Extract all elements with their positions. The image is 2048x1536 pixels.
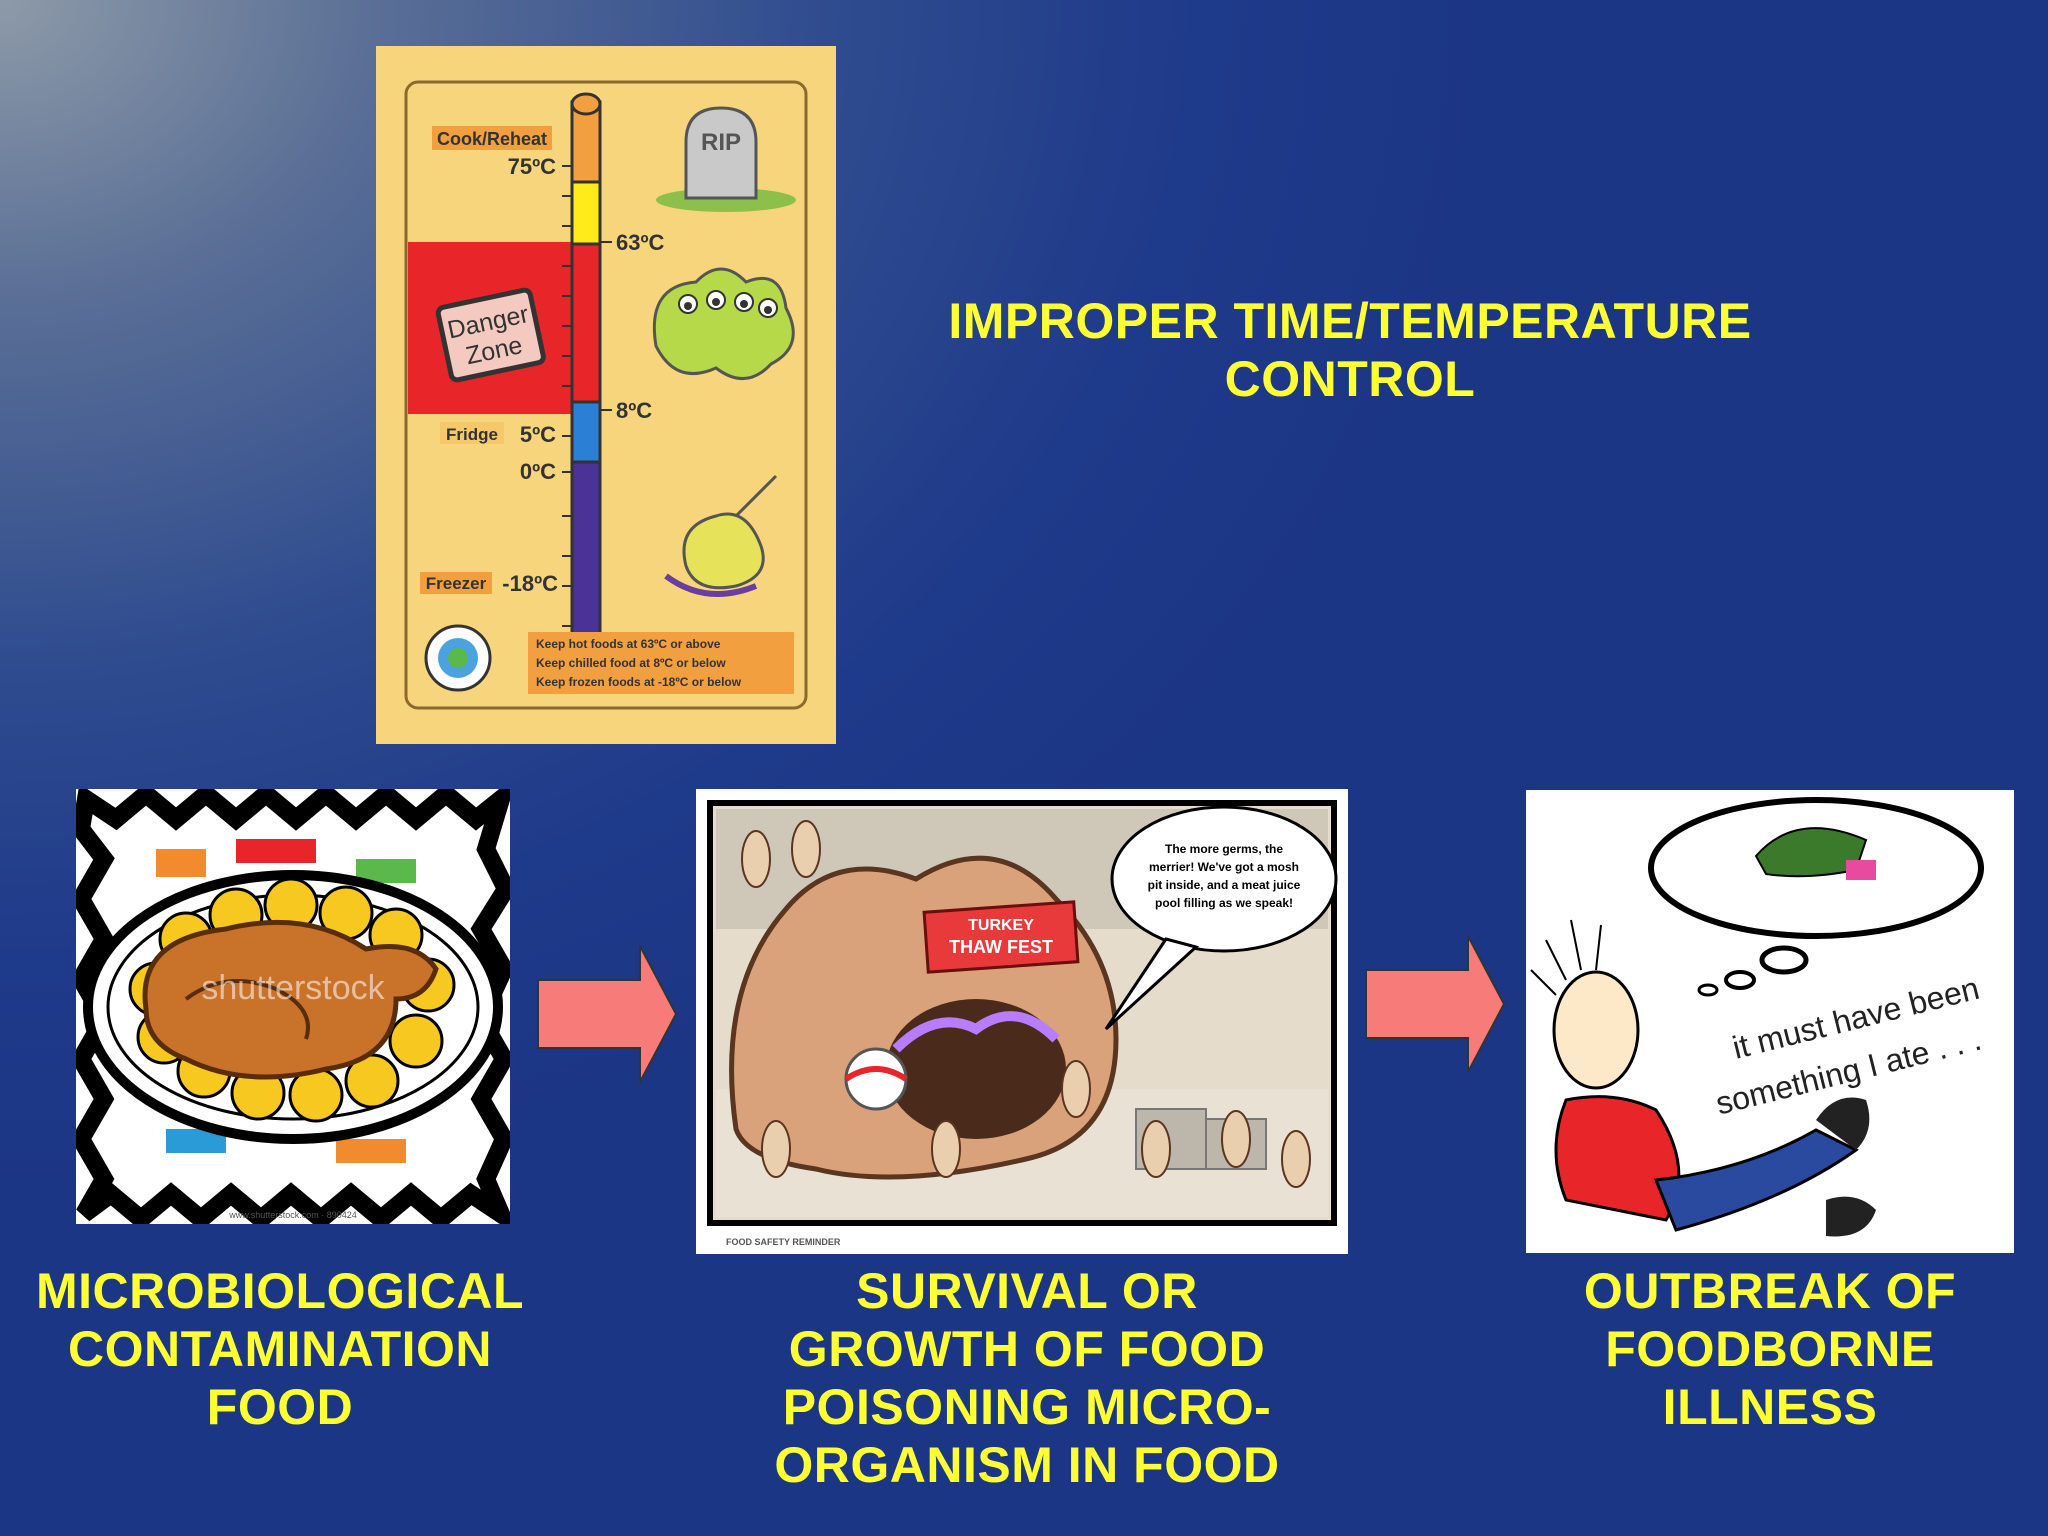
thaw-fest-sign: TURKEY THAW FEST [922,900,1080,974]
beach-ball-icon [844,1047,908,1111]
step-2-line-3: POISONING MICRO- [782,1379,1272,1435]
step-1-line-1: MICROBIOLOGICAL [35,1263,525,1319]
arrow-right-icon [537,945,678,1083]
temp-63-label: 63ºC [616,230,665,255]
step-1-caption: MICROBIOLOGICAL CONTAMINATION FOOD [10,1262,550,1436]
sick-man-image: it must have been something I ate . . . [1526,790,2014,1253]
image-credit: www.shutterstock.com · 890424 [228,1210,357,1220]
step-3-line-2: FOODBORNE [1605,1321,1935,1377]
step-1-line-2: CONTAMINATION [67,1321,493,1377]
note-line-3: Keep frozen foods at -18ºC or below [536,675,742,689]
temp-5-label: 5ºC [520,422,556,447]
fridge-label: Fridge [446,425,498,444]
step-3-line-1: OUTBREAK OF [1583,1263,1957,1319]
bubble-line-4: pool filling as we speak! [1155,896,1293,910]
heading-line-1: IMPROPER TIME/TEMPERATURE [948,293,1752,349]
step-2-line-2: GROWTH OF FOOD [788,1321,1266,1377]
step-2-line-1: SURVIVAL OR [856,1263,1198,1319]
germs-party-illustration: TURKEY THAW FEST The more germs, the mer… [707,800,1338,1247]
step-1-line-3: FOOD [206,1379,354,1435]
chicken-illustration: shutterstock www.shutterstock.com · 8904… [76,789,510,1224]
heading-line-2: CONTROL [1224,351,1476,407]
bubble-line-1: The more germs, the [1165,842,1283,856]
sick-man-figure [1530,919,1876,1237]
note-line-2: Keep chilled food at 8ºC or below [536,656,726,670]
speech-bubble: The more germs, the merrier! We've got a… [1104,805,1338,1031]
bubble-line-3: pit inside, and a meat juice [1148,878,1301,892]
temp-0-label: 0ºC [520,459,556,484]
watermark-text: shutterstock [201,969,385,1007]
cook-reheat-label: Cook/Reheat [437,129,547,149]
note-line-1: Keep hot foods at 63ºC or above [536,637,721,651]
footer-note: FOOD SAFETY REMINDER [726,1237,841,1247]
bubble-line-2: merrier! We've got a mosh [1149,860,1299,874]
turkey-thaw-fest-image: TURKEY THAW FEST The more germs, the mer… [696,789,1348,1254]
germs-icon [652,267,795,381]
freezer-label: Freezer [426,574,487,593]
tombstone-icon: RIP [656,106,796,212]
arrow-right-icon-2 [1365,935,1506,1073]
thermometer-illustration: Danger Zone Cook/Reheat 75ºC 63ºC 8ºC Fr… [404,80,808,710]
diagram-heading: IMPROPER TIME/TEMPERATURE CONTROL [880,292,1820,408]
sick-man-illustration: it must have been something I ate . . . [1530,797,1985,1237]
step-3-caption: OUTBREAK OF FOODBORNE ILLNESS [1510,1262,2030,1436]
step-2-line-4: ORGANISM IN FOOD [774,1437,1280,1493]
rip-label: RIP [701,129,741,156]
temp-8-label: 8ºC [616,398,652,423]
sleeping-germ-icon [664,474,778,597]
temp-75-label: 75ºC [508,154,557,179]
temperature-poster: Danger Zone Cook/Reheat 75ºC 63ºC 8ºC Fr… [376,46,836,744]
temp-minus18-label: -18ºC [502,571,558,596]
bottom-logo [424,624,492,692]
germ-characters [741,820,1311,1188]
step-2-caption: SURVIVAL OR GROWTH OF FOOD POISONING MIC… [722,1262,1332,1494]
chicken-platter-image: shutterstock www.shutterstock.com · 8904… [76,789,510,1224]
step-3-line-3: ILLNESS [1662,1379,1878,1435]
sign-line-1: TURKEY [968,917,1034,934]
sign-line-2: THAW FEST [949,937,1053,957]
